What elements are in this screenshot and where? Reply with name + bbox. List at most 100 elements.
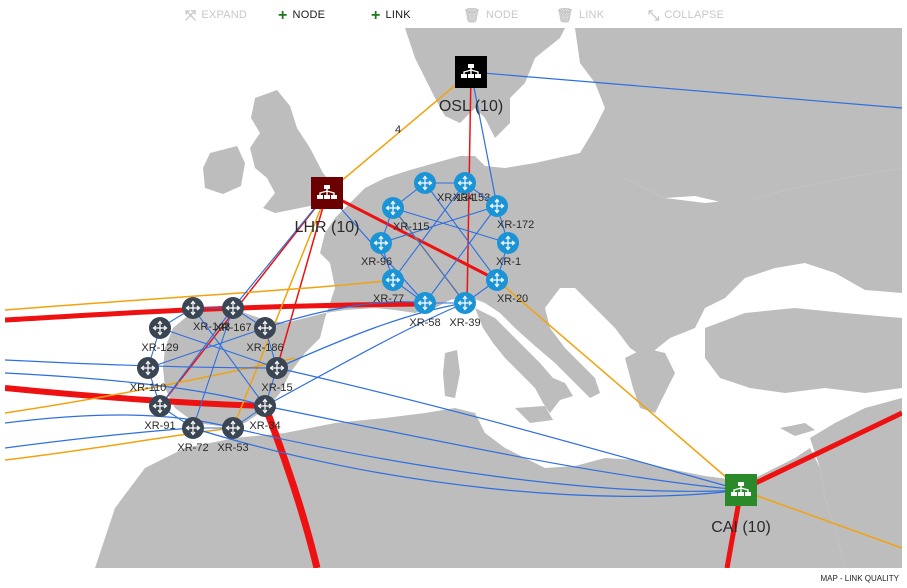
link-west-blue-1[interactable] [5, 359, 278, 369]
router-label: XR-72 [177, 442, 208, 454]
delete-node-button[interactable]: 🗑 NODE [463, 6, 519, 23]
router-label: XR-129 [141, 342, 178, 354]
expand-button[interactable]: ⤧ EXPAND [185, 6, 248, 23]
trash-icon: 🗑 [463, 6, 481, 23]
link-west-orange[interactable] [5, 279, 394, 311]
router-xr-110[interactable]: XR-110 [130, 357, 166, 394]
router-xr-148[interactable]: XR-148 [182, 297, 230, 333]
map-footer-label: MAP - LINK QUALITY [820, 574, 899, 583]
add-link-button-label: LINK [385, 9, 411, 21]
land-masses [95, 28, 902, 568]
router-label: XR-53 [217, 442, 248, 454]
link-lhr-xr15[interactable] [276, 192, 328, 369]
link-lhr-xr167[interactable] [232, 192, 328, 309]
router-xr-91[interactable]: XR-91 [144, 395, 176, 432]
router-xr-20[interactable]: XR-20 [486, 269, 528, 305]
router-xr-53[interactable]: XR-53 [217, 417, 249, 454]
link-west-blue-3[interactable] [5, 414, 234, 429]
link-xr15-cai[interactable] [276, 367, 742, 491]
link-xr34-cai[interactable] [264, 405, 742, 491]
link-cai-east[interactable] [740, 489, 902, 549]
link-southwest-orange-2[interactable] [5, 427, 234, 461]
router-xr-134[interactable]: XR-134 [414, 172, 474, 204]
router-xr-39[interactable]: XR-39 [449, 292, 481, 329]
expand-button-label: EXPAND [201, 9, 248, 21]
router-label: XR-134 [437, 192, 474, 204]
add-node-button[interactable]: + NODE [278, 7, 326, 23]
router-label: XR-186 [246, 342, 283, 354]
cyprus-landmass [780, 423, 815, 436]
router-xr-77[interactable]: XR-77 [373, 269, 404, 305]
router-xr-96[interactable]: XR-96 [361, 232, 392, 268]
link-xr15-xr39[interactable] [276, 302, 466, 369]
router-label: XR-91 [144, 420, 175, 432]
hub-lhr-label: LHR (10) [295, 219, 360, 236]
collapse-button[interactable]: ⤡ COLLAPSE [648, 6, 725, 23]
link-lhr-osl-label: 4 [395, 124, 401, 136]
link-lhr-xr91[interactable] [159, 192, 328, 407]
router-xr-72[interactable]: XR-72 [177, 417, 209, 454]
link-lhr-osl[interactable] [326, 71, 472, 194]
link-labels: 4 [395, 124, 401, 136]
toolbar: ⤧ EXPAND + NODE + LINK 🗑 NODE 🗑 LINK ⤡ C… [0, 0, 907, 30]
expand-icon: ⤧ [185, 6, 197, 23]
router-xr-153[interactable]: XR-153 [453, 172, 490, 204]
sicily-landmass [515, 406, 553, 423]
trash-icon: 🗑 [556, 6, 574, 23]
link-osl-east[interactable] [470, 71, 902, 109]
hub-osl-label: OSL (10) [439, 98, 503, 115]
collapse-icon: ⤡ [648, 6, 660, 23]
hub-cai[interactable]: CAI (10) [711, 474, 771, 536]
router-label: XR-110 [130, 382, 166, 394]
greece-landmass [625, 348, 675, 413]
link-xr72-cai[interactable] [192, 427, 742, 497]
italy-landmass [475, 308, 573, 413]
router-label: XR-58 [409, 317, 440, 329]
router-xr-115[interactable]: XR-115 [382, 197, 429, 233]
hub-nodes: OSL (10) LHR (10) CAI (10) [295, 56, 771, 536]
link-xr20-cai[interactable] [496, 279, 742, 491]
middle-east-landmass [810, 398, 902, 568]
link-xr34-xr39[interactable] [264, 302, 466, 407]
router-xr-1[interactable]: XR-1 [496, 232, 521, 268]
add-node-button-label: NODE [292, 9, 326, 21]
turkey-landmass [705, 308, 902, 393]
link-xr53-cai[interactable] [232, 427, 742, 492]
link-southwest-trunk[interactable] [5, 385, 266, 409]
router-label: XR-172 [497, 219, 534, 231]
link-west-blue-4[interactable] [5, 427, 194, 449]
link-cai-northeast[interactable] [739, 410, 902, 493]
ireland-landmass [203, 146, 245, 194]
hub-osl[interactable]: OSL (10) [439, 56, 503, 115]
router-xr-167[interactable]: XR-167 [214, 297, 252, 334]
router-xr-58[interactable]: XR-58 [409, 292, 441, 329]
router-xr-129[interactable]: XR-129 [141, 317, 179, 354]
continental-europe-landmass [163, 153, 902, 426]
link-lhr-xr34[interactable] [232, 192, 328, 429]
router-xr-186[interactable]: XR-186 [246, 317, 284, 354]
router-label: XR-77 [373, 293, 404, 305]
router-label: XR-34 [249, 420, 280, 432]
add-link-button[interactable]: + LINK [371, 6, 411, 24]
router-xr-34[interactable]: XR-34 [249, 395, 281, 432]
collapse-button-label: COLLAPSE [664, 9, 725, 21]
network-map[interactable]: 4 OSL (10) LHR (10) CAI (10) XR-134XR-15… [5, 28, 902, 568]
router-xr-172[interactable]: XR-172 [486, 195, 534, 231]
link-west-blue-2[interactable] [5, 372, 266, 407]
link-lhr-xr20[interactable] [326, 191, 498, 282]
hub-lhr[interactable]: LHR (10) [295, 177, 360, 236]
link-xr186-xr58[interactable] [264, 301, 426, 329]
northeast-landmass [575, 28, 902, 203]
router-xr-15[interactable]: XR-15 [261, 357, 293, 394]
router-label: XR-167 [214, 322, 251, 334]
router-label: XR-15 [261, 382, 292, 394]
plus-icon: + [371, 6, 381, 24]
delete-link-button-label: LINK [578, 9, 605, 21]
router-label: XR-20 [497, 293, 528, 305]
router-label: XR-1 [496, 256, 521, 268]
sardinia-landmass [443, 350, 460, 398]
link-africa-trunk[interactable] [261, 404, 321, 568]
delete-link-button[interactable]: 🗑 LINK [556, 6, 605, 23]
link-osl-xr172[interactable] [470, 71, 498, 207]
